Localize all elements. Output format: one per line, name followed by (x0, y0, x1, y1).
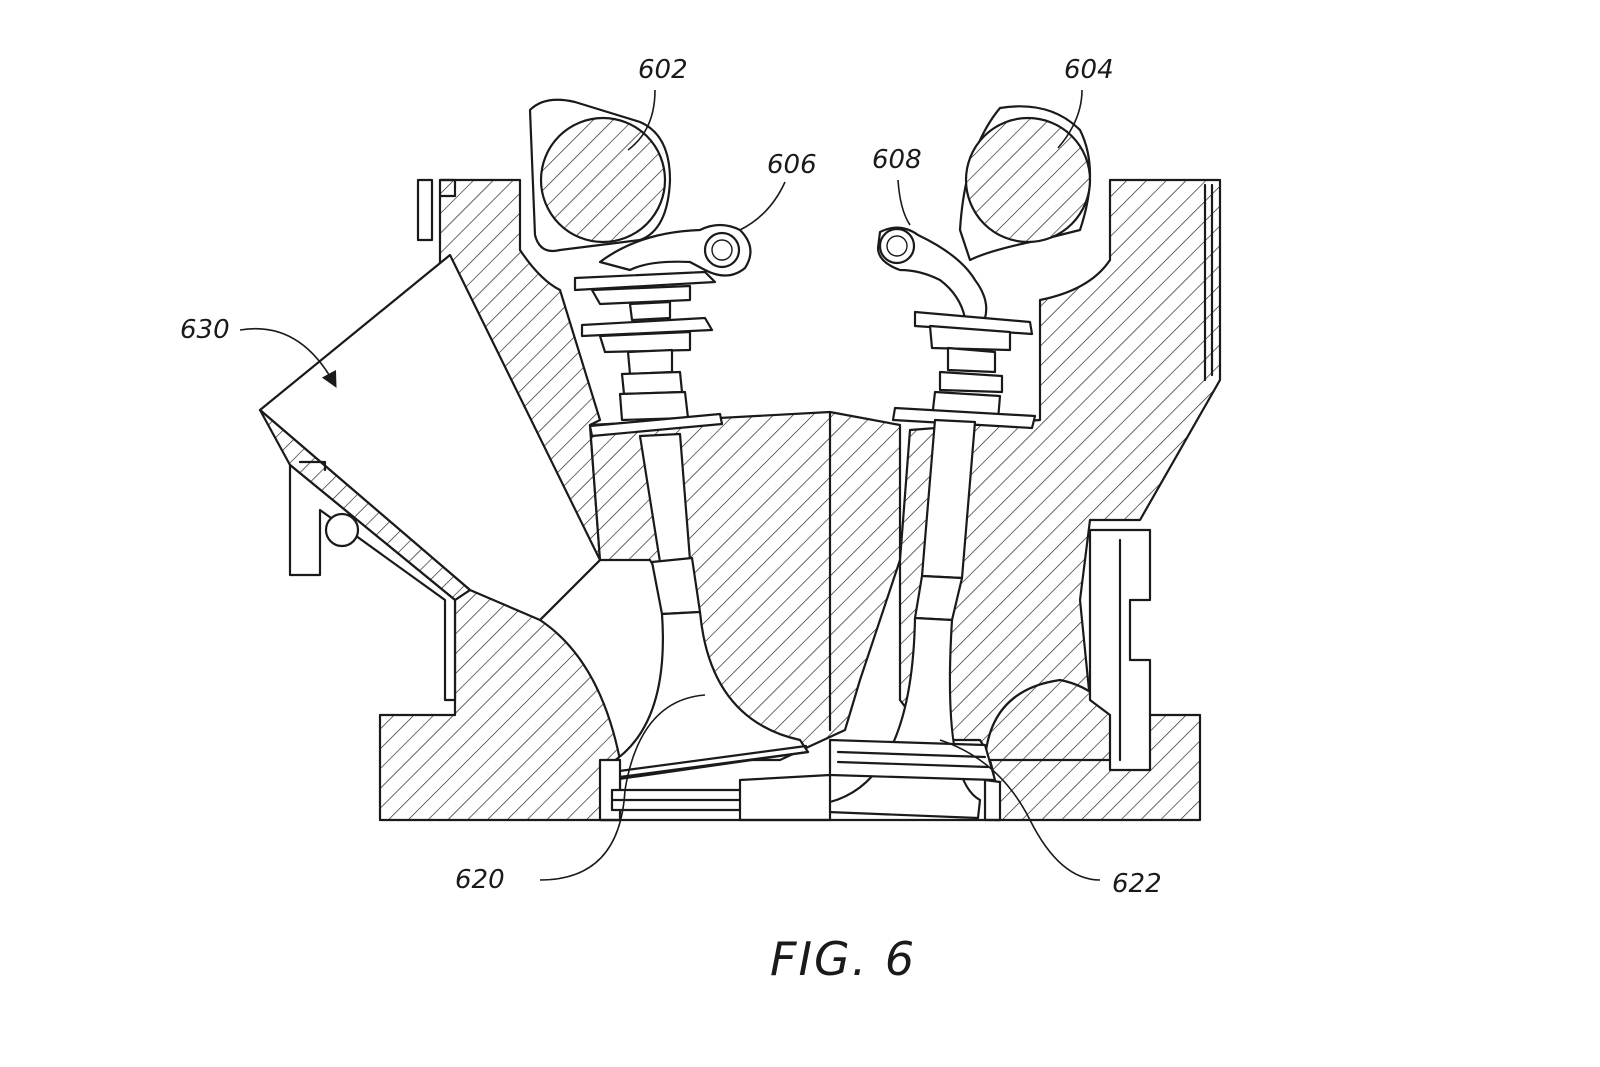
leader-lines (239, 89, 1101, 881)
leader-602 (627, 89, 656, 151)
label-606: 606 (767, 150, 817, 180)
leader-608 (897, 179, 911, 226)
cam-lobe-exhaust (958, 105, 1092, 262)
leader-620 (539, 694, 706, 881)
cam-lobe-intake (528, 98, 672, 253)
figure-caption: FIG. 6 (770, 932, 916, 986)
label-602: 602 (638, 55, 688, 85)
leader-604 (1057, 89, 1083, 149)
label-608: 608 (872, 145, 922, 175)
leader-606 (739, 181, 786, 231)
label-604: 604 (1064, 55, 1114, 85)
label-622: 622 (1112, 869, 1162, 899)
intake-port (258, 253, 602, 702)
combustion-chamber-bottom (598, 410, 1002, 822)
label-630: 630 (180, 315, 230, 345)
rocker-arm-intake (598, 223, 752, 277)
leader-622 (939, 739, 1101, 881)
label-620: 620 (455, 865, 505, 895)
intake-valve-assembly (573, 270, 810, 782)
leader-630-arrow (239, 327, 337, 388)
